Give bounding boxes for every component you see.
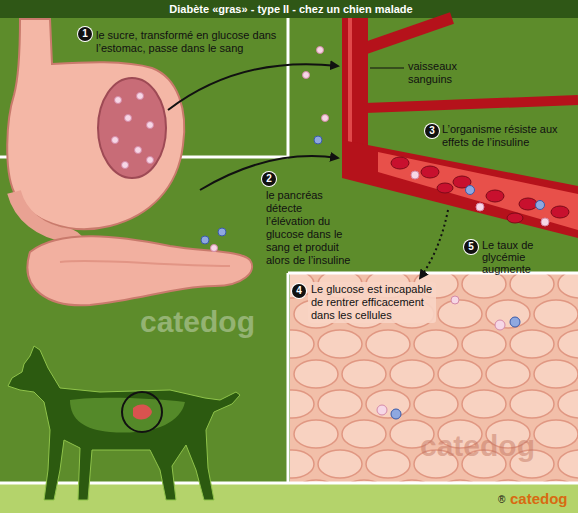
pancreas bbox=[27, 228, 252, 305]
cell bbox=[486, 300, 530, 328]
flow-arrow bbox=[200, 156, 338, 190]
cell bbox=[390, 360, 434, 388]
cell bbox=[558, 450, 578, 478]
cell bbox=[510, 330, 554, 358]
cell bbox=[462, 274, 506, 298]
cell bbox=[294, 360, 338, 388]
dog-silhouette bbox=[8, 346, 240, 500]
panel-dividers bbox=[0, 18, 578, 483]
cell bbox=[318, 450, 362, 478]
callout-number: 2 bbox=[262, 172, 276, 186]
stomach bbox=[7, 19, 184, 254]
cell bbox=[366, 330, 410, 358]
callout-text: L’organisme résiste aux effets de l’insu… bbox=[442, 123, 574, 149]
cell bbox=[558, 330, 578, 358]
cell bbox=[486, 360, 530, 388]
watermark: catedog bbox=[420, 430, 535, 462]
cell bbox=[318, 330, 362, 358]
callout-number: 5 bbox=[464, 240, 478, 254]
flow-arrow bbox=[168, 64, 338, 110]
callout-text: Le taux de glycémie augmente bbox=[482, 239, 576, 275]
cell bbox=[294, 420, 338, 448]
cell bbox=[462, 390, 506, 418]
callout-text: le sucre, transformé en glucose dans l’e… bbox=[96, 29, 292, 55]
callout-text: Le glucose est incapable de rentrer effi… bbox=[308, 282, 436, 323]
watermark: catedog bbox=[140, 306, 255, 338]
cell bbox=[438, 300, 482, 328]
dotted-arrow bbox=[420, 210, 448, 278]
cell bbox=[558, 390, 578, 418]
brand-logo: catedog bbox=[510, 490, 568, 507]
copyright-mark: ® bbox=[498, 494, 505, 506]
cell bbox=[290, 450, 314, 478]
blood-vessels bbox=[303, 18, 578, 238]
cell bbox=[534, 420, 578, 448]
diagram-title: Diabète «gras» - type II - chez un chien… bbox=[2, 3, 578, 16]
callout-number: 3 bbox=[425, 124, 439, 138]
tissue-panel bbox=[290, 274, 578, 483]
cell bbox=[366, 450, 410, 478]
cell bbox=[510, 274, 554, 298]
callout-number: 1 bbox=[78, 27, 92, 41]
cell bbox=[318, 390, 362, 418]
callout-number: 4 bbox=[292, 284, 306, 298]
cell bbox=[366, 390, 410, 418]
cell bbox=[462, 330, 506, 358]
vessel-label: vaisseaux sanguins bbox=[408, 60, 492, 86]
cell bbox=[534, 360, 578, 388]
cell bbox=[438, 360, 482, 388]
cell bbox=[510, 390, 554, 418]
cell bbox=[342, 420, 386, 448]
cell bbox=[414, 330, 458, 358]
cell bbox=[290, 390, 314, 418]
cell bbox=[342, 360, 386, 388]
cell bbox=[290, 330, 314, 358]
cells bbox=[290, 274, 578, 483]
callout-text: le pancréas détecte l’élévation du gluco… bbox=[266, 189, 352, 267]
leader-line bbox=[370, 68, 404, 69]
cell bbox=[534, 300, 578, 328]
cell bbox=[558, 274, 578, 298]
cell bbox=[414, 390, 458, 418]
